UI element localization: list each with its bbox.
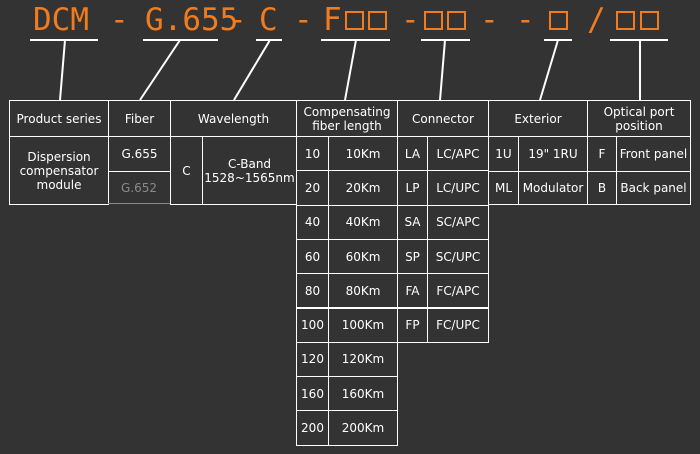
length-code: 10 bbox=[296, 136, 329, 172]
length-label: 120Km bbox=[328, 341, 398, 378]
code-dash: - bbox=[516, 2, 535, 38]
port-label: Back panel bbox=[616, 171, 691, 205]
exterior-code: 1U bbox=[488, 136, 519, 172]
connector-label: FC/UPC bbox=[427, 307, 489, 343]
length-code: 80 bbox=[296, 273, 329, 309]
code-fiber: G.655 bbox=[145, 2, 239, 38]
code-length-box-1 bbox=[345, 11, 364, 30]
code-dash: - bbox=[228, 2, 247, 38]
code-length-box-2 bbox=[368, 11, 387, 30]
port-code: B bbox=[587, 171, 617, 205]
exterior-code: ML bbox=[488, 171, 519, 205]
header-fiber: Fiber bbox=[108, 100, 171, 137]
length-label: 80Km bbox=[328, 273, 398, 309]
exterior-label: 19" 1RU bbox=[518, 136, 588, 172]
connector-code: SP bbox=[397, 238, 428, 275]
header-connector: Connector bbox=[397, 100, 489, 137]
code-prefix: DCM bbox=[33, 2, 89, 38]
code-dash: - bbox=[480, 2, 499, 38]
code-port-box-2 bbox=[640, 11, 659, 30]
code-port-box-1 bbox=[616, 11, 635, 30]
exterior-label: Modulator bbox=[518, 171, 588, 205]
code-exterior-box bbox=[549, 11, 568, 30]
length-code: 40 bbox=[296, 204, 329, 240]
wavelength-code: C bbox=[170, 136, 203, 205]
connector-label: SC/APC bbox=[427, 204, 489, 240]
connector-code: FA bbox=[397, 273, 428, 309]
header-exterior: Exterior bbox=[488, 100, 588, 137]
length-label: 100Km bbox=[328, 307, 398, 343]
header-product-series: Product series bbox=[9, 100, 109, 137]
connector-label: FC/APC bbox=[427, 273, 489, 309]
code-connector-box-1 bbox=[424, 11, 443, 30]
port-code: F bbox=[587, 136, 617, 172]
product-series-cell: Dispersion compensator module bbox=[9, 136, 109, 205]
connector-code: SA bbox=[397, 204, 428, 240]
code-dash: - bbox=[294, 2, 313, 38]
length-label: 10Km bbox=[328, 136, 398, 172]
length-code: 200 bbox=[296, 410, 329, 446]
leader-connector bbox=[439, 39, 446, 101]
length-code: 20 bbox=[296, 170, 329, 206]
connector-code: LP bbox=[397, 170, 428, 206]
leader-fiber bbox=[139, 39, 181, 101]
leader-length bbox=[344, 39, 357, 101]
length-code: 100 bbox=[296, 307, 329, 343]
length-label: 160Km bbox=[328, 376, 398, 412]
length-label: 20Km bbox=[328, 170, 398, 206]
leader-product bbox=[59, 39, 66, 101]
length-label: 40Km bbox=[328, 204, 398, 240]
connector-code: FP bbox=[397, 307, 428, 343]
code-length-prefix: F bbox=[323, 2, 342, 38]
model-code: DCM - G.655 - C - F - - - / bbox=[0, 0, 700, 40]
length-label: 200Km bbox=[328, 410, 398, 446]
leader-exterior bbox=[539, 39, 559, 101]
leader-wavelength bbox=[233, 39, 271, 101]
connector-label: LC/UPC bbox=[427, 170, 489, 206]
connector-label: LC/APC bbox=[427, 136, 489, 172]
code-slash: / bbox=[587, 2, 606, 38]
length-label: 60Km bbox=[328, 238, 398, 275]
length-code: 160 bbox=[296, 376, 329, 412]
code-dash: - bbox=[401, 2, 420, 38]
fiber-option: G.655 bbox=[108, 136, 171, 172]
connector-lines bbox=[30, 39, 668, 101]
code-dash: - bbox=[110, 2, 129, 38]
length-code: 120 bbox=[296, 341, 329, 378]
connector-label: SC/UPC bbox=[427, 238, 489, 275]
header-wavelength: Wavelength bbox=[170, 100, 297, 137]
port-label: Front panel bbox=[616, 136, 691, 172]
length-code: 60 bbox=[296, 238, 329, 275]
fiber-muted-underline bbox=[108, 203, 171, 204]
code-connector-box-2 bbox=[447, 11, 466, 30]
code-wavelength: C bbox=[259, 2, 278, 38]
connector-code: LA bbox=[397, 136, 428, 172]
fiber-option-muted: G.652 bbox=[108, 172, 171, 204]
